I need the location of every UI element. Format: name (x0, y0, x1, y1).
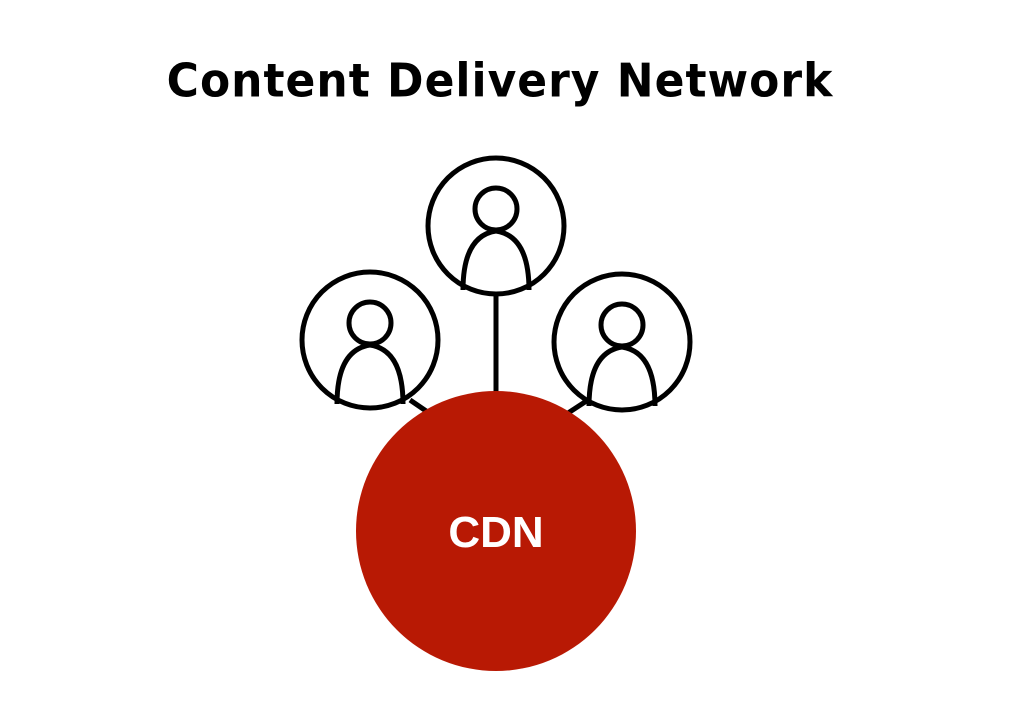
user-node-right (551, 271, 693, 413)
user-icon (334, 299, 406, 405)
user-icon (586, 301, 658, 407)
user-icon (460, 185, 532, 291)
user-node-top (425, 155, 567, 297)
cdn-hub: CDN (356, 391, 636, 671)
cdn-hub-label: CDN (448, 508, 543, 557)
user-node-left (299, 269, 441, 411)
diagram-title: Content Delivery Network (166, 54, 834, 109)
